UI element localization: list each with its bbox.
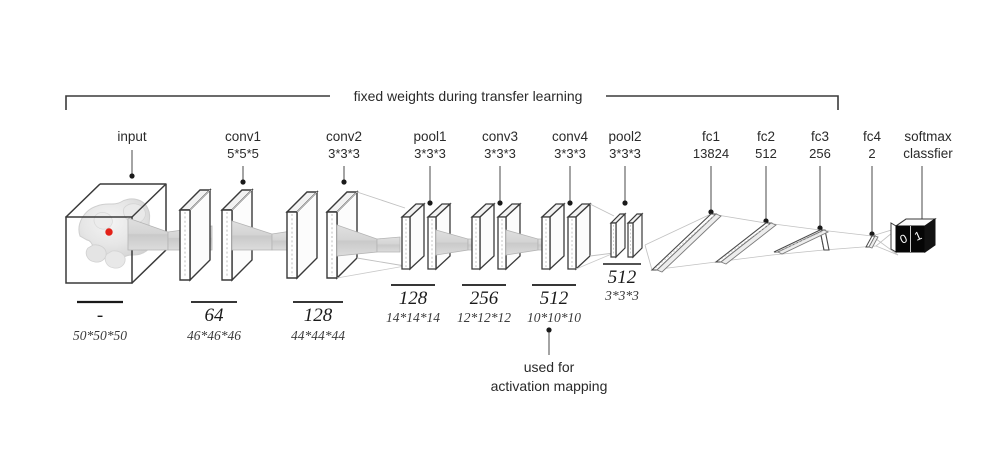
header-pool2: pool2 3*3*3 <box>608 129 642 206</box>
header-fc3-name: fc3 <box>811 129 829 144</box>
note-line-1: used for <box>524 359 575 375</box>
dim-pool2-shape: 3*3*3 <box>604 288 639 303</box>
softmax-output-block: 0 1 <box>890 218 937 253</box>
dim-input-channels: - <box>97 305 103 326</box>
header-input-name: input <box>117 129 147 144</box>
dim-conv2-channels: 128 <box>304 305 333 326</box>
dim-conv1-shape: 46*46*46 <box>187 328 241 343</box>
header-softmax-name: softmax <box>904 129 952 144</box>
dim-pool2: 512 3*3*3 <box>603 263 641 303</box>
funnel-conv2-pool1 <box>336 224 401 257</box>
header-pool1: pool1 3*3*3 <box>413 129 447 206</box>
header-fc4: fc4 2 <box>863 129 882 237</box>
dim-conv4-channels: 512 <box>540 288 569 309</box>
pointer-dot-fc3 <box>817 225 823 231</box>
dim-conv2-shape: 44*44*44 <box>291 328 345 343</box>
header-conv1-kernel: 5*5*5 <box>227 146 259 161</box>
header-fc4-name: fc4 <box>863 129 882 144</box>
layer-block-conv1 <box>178 188 254 282</box>
dim-pool1: 128 14*14*14 <box>386 284 440 325</box>
dim-conv1: 64 46*46*46 <box>187 301 241 343</box>
header-pool2-name: pool2 <box>608 129 641 144</box>
pointer-dot-pool2 <box>622 200 628 206</box>
dimension-labels: - 50*50*50 64 46*46*46 128 44*44*44 128 … <box>73 263 641 343</box>
header-fc1-units: 13824 <box>693 146 729 161</box>
dim-conv1-channels: 64 <box>205 305 225 326</box>
pointer-dot-pool1 <box>427 200 433 206</box>
dim-conv3-shape: 12*12*12 <box>457 310 511 325</box>
header-pool1-kernel: 3*3*3 <box>414 146 446 161</box>
fc-slab-fc2 <box>714 222 777 265</box>
dim-conv2: 128 44*44*44 <box>291 301 345 343</box>
dim-conv4: 512 10*10*10 <box>527 284 581 325</box>
dim-conv3-channels: 256 <box>470 288 499 309</box>
dim-pool1-channels: 128 <box>399 288 428 309</box>
wire-conv4-pool2 <box>575 203 615 270</box>
note-pointer-dot <box>546 327 552 333</box>
header-fc3-units: 256 <box>809 146 831 161</box>
pointer-dot-conv3 <box>497 200 503 206</box>
header-softmax-subtitle: classfier <box>903 146 953 161</box>
activation-marker-dot <box>105 228 113 236</box>
header-pool1-name: pool1 <box>413 129 446 144</box>
fc-slab-fc3 <box>773 229 830 255</box>
fc-slab-fc1 <box>650 213 722 273</box>
header-conv4: conv4 3*3*3 <box>552 129 589 206</box>
dim-input: - 50*50*50 <box>73 300 127 343</box>
fc-slab-fc4 <box>865 235 879 249</box>
header-fc2-name: fc2 <box>757 129 775 144</box>
pointer-dot-conv1 <box>240 179 246 185</box>
header-fc2: fc2 512 <box>755 129 777 224</box>
fc-layer-slabs <box>650 213 879 273</box>
dim-pool2-channels: 512 <box>608 267 637 288</box>
layer-headers: input conv1 5*5*5 conv2 3*3*3 pool1 <box>117 129 953 237</box>
funnel-pool1-conv3 <box>435 229 473 256</box>
header-conv4-name: conv4 <box>552 129 589 144</box>
pointer-dot-fc2 <box>763 218 769 224</box>
header-fc1: fc1 13824 <box>693 129 729 215</box>
header-conv4-kernel: 3*3*3 <box>554 146 586 161</box>
transfer-learning-bracket: fixed weights during transfer learning <box>65 88 839 110</box>
header-fc4-units: 2 <box>868 146 875 161</box>
header-conv3: conv3 3*3*3 <box>482 129 518 206</box>
header-fc1-name: fc1 <box>702 129 720 144</box>
activation-mapping-note: used for activation mapping <box>491 327 608 394</box>
header-pool2-kernel: 3*3*3 <box>609 146 641 161</box>
header-conv3-name: conv3 <box>482 129 518 144</box>
bracket-label: fixed weights during transfer learning <box>354 88 583 104</box>
header-conv2-kernel: 3*3*3 <box>328 146 360 161</box>
funnel-conv1-conv2 <box>231 220 293 251</box>
wire-conv2-pool1 <box>336 191 406 279</box>
dim-input-shape: 50*50*50 <box>73 328 127 343</box>
dim-conv3: 256 12*12*12 <box>457 284 511 325</box>
pointer-dot-input <box>129 173 135 179</box>
layer-block-pool2 <box>609 212 644 259</box>
note-line-2: activation mapping <box>491 378 608 394</box>
pointer-dot-conv2 <box>341 179 347 185</box>
header-conv1: conv1 5*5*5 <box>225 129 261 185</box>
header-input: input <box>117 129 147 179</box>
pointer-dot-conv4 <box>567 200 573 206</box>
header-conv1-name: conv1 <box>225 129 261 144</box>
layer-block-conv4 <box>540 202 592 271</box>
header-fc2-units: 512 <box>755 146 777 161</box>
pointer-dot-fc1 <box>708 209 714 215</box>
dim-conv4-shape: 10*10*10 <box>527 310 581 325</box>
header-conv2-name: conv2 <box>326 129 362 144</box>
header-conv2: conv2 3*3*3 <box>326 129 362 185</box>
header-fc3: fc3 256 <box>809 129 831 231</box>
header-conv3-kernel: 3*3*3 <box>484 146 516 161</box>
dim-pool1-shape: 14*14*14 <box>386 310 440 325</box>
header-softmax: softmax classfier <box>903 129 953 225</box>
funnel-conv3-conv4 <box>505 229 543 256</box>
